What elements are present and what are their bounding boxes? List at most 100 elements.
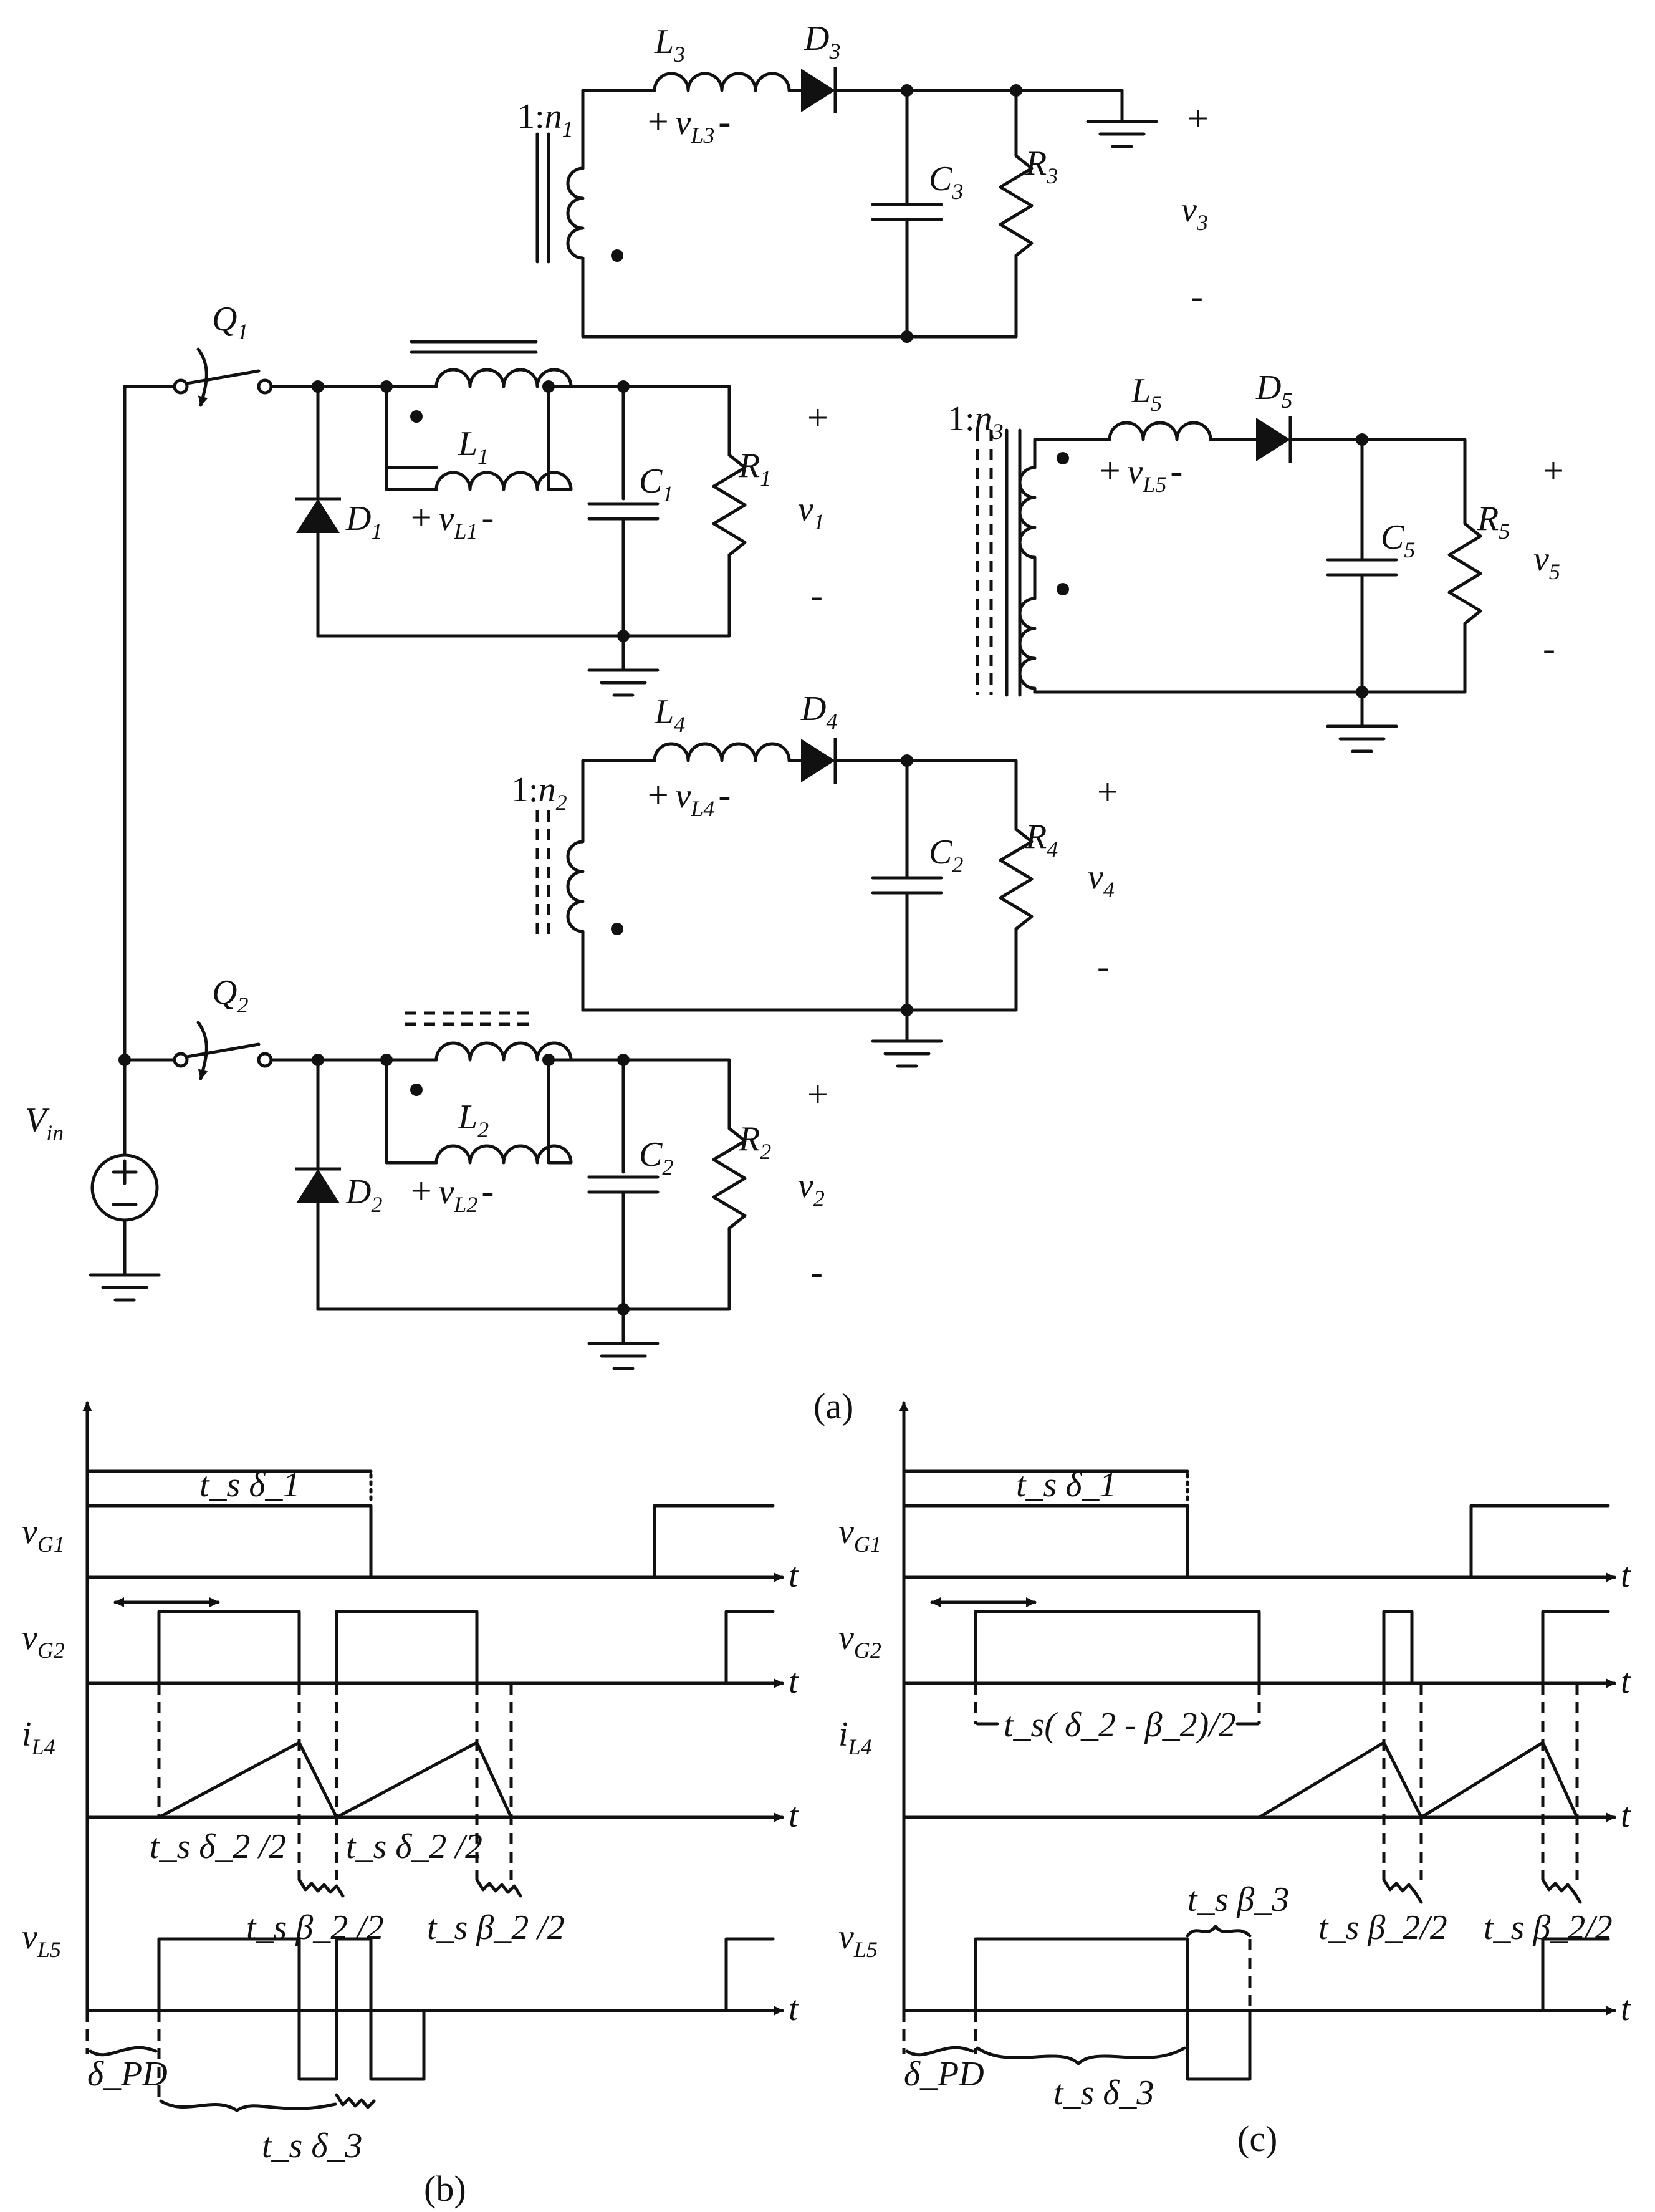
panel-label-c: (c) bbox=[1237, 2118, 1277, 2159]
timing-diagram-c: t t t t vG1 vG2 iL4 vL5 t_s δ_1 t_s( δ_2… bbox=[838, 1401, 1631, 2159]
panel-label-b: (b) bbox=[424, 2168, 466, 2209]
ann-delta-pd: δ_PD bbox=[87, 2055, 168, 2094]
polarity-v5-minus: - bbox=[1543, 628, 1555, 669]
axis-t: t bbox=[1621, 1796, 1631, 1835]
label-vL3: +vL3- bbox=[645, 101, 731, 148]
core-n2 bbox=[535, 810, 550, 941]
label-L4: L4 bbox=[654, 693, 685, 737]
timing-diagram-b: t t t t vG1 vG2 iL4 vL5 t_s δ_1 t_s δ_2 … bbox=[22, 1401, 799, 2209]
label-L3: L3 bbox=[654, 22, 685, 67]
label-D5: D5 bbox=[1255, 368, 1292, 413]
label-C5: C5 bbox=[1381, 518, 1415, 562]
ann-ts-delta2-half: t_s δ_2 /2 bbox=[150, 1827, 286, 1866]
label-R4: R4 bbox=[1025, 817, 1058, 862]
waveform-vL5 bbox=[85, 1937, 775, 2081]
diode-D2 bbox=[295, 1167, 341, 1203]
capacitor-C3 bbox=[871, 203, 943, 221]
circuit-diagram: L3 D3 +vL3- 1:n1 C3 R3 + v3 - Q1 L1 D1 +… bbox=[25, 19, 1564, 1426]
label-R2: R2 bbox=[738, 1120, 771, 1164]
diode-D5 bbox=[1256, 416, 1292, 463]
ground-symbol bbox=[1326, 690, 1398, 753]
trace-label-vG2: vG2 bbox=[838, 1618, 881, 1663]
label-L1: L1 bbox=[458, 425, 489, 469]
buck-stage-1 bbox=[123, 340, 747, 1062]
label-D4: D4 bbox=[800, 690, 837, 734]
secondary-n2-circuit bbox=[535, 738, 1034, 1068]
label-D2: D2 bbox=[345, 1173, 382, 1217]
ground-symbol bbox=[871, 1008, 943, 1068]
label-v3: v3 bbox=[1181, 191, 1208, 235]
polarity-v4-minus: - bbox=[1097, 946, 1110, 987]
trace-label-vL5: vL5 bbox=[838, 1918, 878, 1962]
polarity-v2-plus: + bbox=[807, 1074, 828, 1115]
label-n2: 1:n2 bbox=[511, 771, 567, 815]
capacitor-C2b bbox=[871, 876, 943, 895]
axis-t: t bbox=[1621, 1662, 1631, 1701]
ann-ts-delta3: t_s δ_3 bbox=[262, 2127, 362, 2165]
ann-ts-delta2-minus-beta2-half: t_s( δ_2 - β_2)/2 bbox=[1004, 1706, 1236, 1744]
waveform-vG1 bbox=[902, 1504, 1610, 1579]
trace-label-vG1: vG1 bbox=[22, 1512, 65, 1557]
label-vL5: +vL5- bbox=[1097, 450, 1182, 497]
polarity-v4-plus: + bbox=[1097, 771, 1118, 812]
label-n1: 1:n1 bbox=[517, 97, 573, 142]
switch-Q1 bbox=[185, 369, 261, 385]
label-D1: D1 bbox=[345, 499, 382, 544]
polarity-v3-plus: + bbox=[1187, 98, 1209, 139]
waveform-vG1 bbox=[85, 1504, 775, 1579]
ann-ts-beta2-half: t_s β_2 /2 bbox=[427, 1908, 565, 1947]
resistor-R1 bbox=[712, 453, 747, 557]
diode-D3 bbox=[801, 67, 837, 113]
core-n3 bbox=[976, 430, 993, 695]
label-C2b: C2 bbox=[929, 833, 963, 877]
ground-symbol bbox=[89, 1270, 161, 1302]
axis-t: t bbox=[1621, 1989, 1631, 2028]
diode-D1 bbox=[295, 497, 341, 533]
secondary-n3-circuit bbox=[976, 416, 1482, 753]
label-vL1: +vL1- bbox=[408, 497, 494, 544]
polarity-v5-plus: + bbox=[1543, 450, 1564, 491]
ann-delta-pd: δ_PD bbox=[904, 2055, 984, 2094]
label-v1: v1 bbox=[798, 490, 825, 534]
label-v2: v2 bbox=[798, 1166, 825, 1211]
ann-ts-beta3: t_s β_3 bbox=[1187, 1880, 1289, 1919]
label-R3: R3 bbox=[1025, 144, 1058, 188]
ann-ts-delta3: t_s δ_3 bbox=[1053, 2074, 1154, 2112]
core-n1 bbox=[535, 132, 550, 264]
trace-label-vL5: vL5 bbox=[22, 1918, 61, 1962]
resistor-R3 bbox=[999, 154, 1034, 257]
polarity-v1-plus: + bbox=[807, 397, 828, 438]
label-L2: L2 bbox=[458, 1098, 489, 1142]
trace-label-vG2: vG2 bbox=[22, 1618, 65, 1663]
axis-t: t bbox=[789, 1556, 799, 1595]
trace-label-iL4: iL4 bbox=[838, 1715, 872, 1759]
capacitor-C5 bbox=[1326, 558, 1398, 577]
label-v4: v4 bbox=[1088, 858, 1115, 902]
resistor-R2 bbox=[712, 1127, 747, 1230]
label-n3: 1:n3 bbox=[947, 400, 1004, 444]
ann-ts-beta2-half: t_s β_2/2 bbox=[1484, 1908, 1613, 1947]
polarity-v2-minus: - bbox=[810, 1251, 823, 1292]
capacitor-C1 bbox=[587, 502, 660, 521]
diode-D4 bbox=[801, 738, 837, 784]
polarity-v3-minus: - bbox=[1191, 276, 1203, 317]
inductor-L3 bbox=[653, 72, 791, 92]
panel-label-a: (a) bbox=[813, 1386, 853, 1426]
waveform-vL5 bbox=[902, 1937, 1610, 2081]
winding-n3 bbox=[1018, 466, 1037, 694]
ann-ts-delta1: t_s δ_1 bbox=[199, 1466, 300, 1504]
axis-t: t bbox=[789, 1796, 799, 1835]
polarity-v1-minus: - bbox=[810, 575, 823, 616]
axis-t: t bbox=[789, 1662, 799, 1701]
switch-Q2 bbox=[185, 1042, 261, 1059]
ground-symbol bbox=[587, 1307, 660, 1370]
waveform-vG2 bbox=[85, 1610, 775, 1685]
trace-label-vG1: vG1 bbox=[838, 1512, 881, 1557]
ann-ts-delta1: t_s δ_1 bbox=[1016, 1466, 1116, 1504]
ground-symbol bbox=[587, 634, 660, 697]
label-Q2: Q2 bbox=[212, 973, 248, 1017]
label-C3: C3 bbox=[929, 160, 963, 204]
trace-label-iL4: iL4 bbox=[22, 1715, 55, 1759]
label-vL2: +vL2- bbox=[408, 1170, 494, 1217]
label-vL4: +vL4- bbox=[645, 774, 731, 821]
